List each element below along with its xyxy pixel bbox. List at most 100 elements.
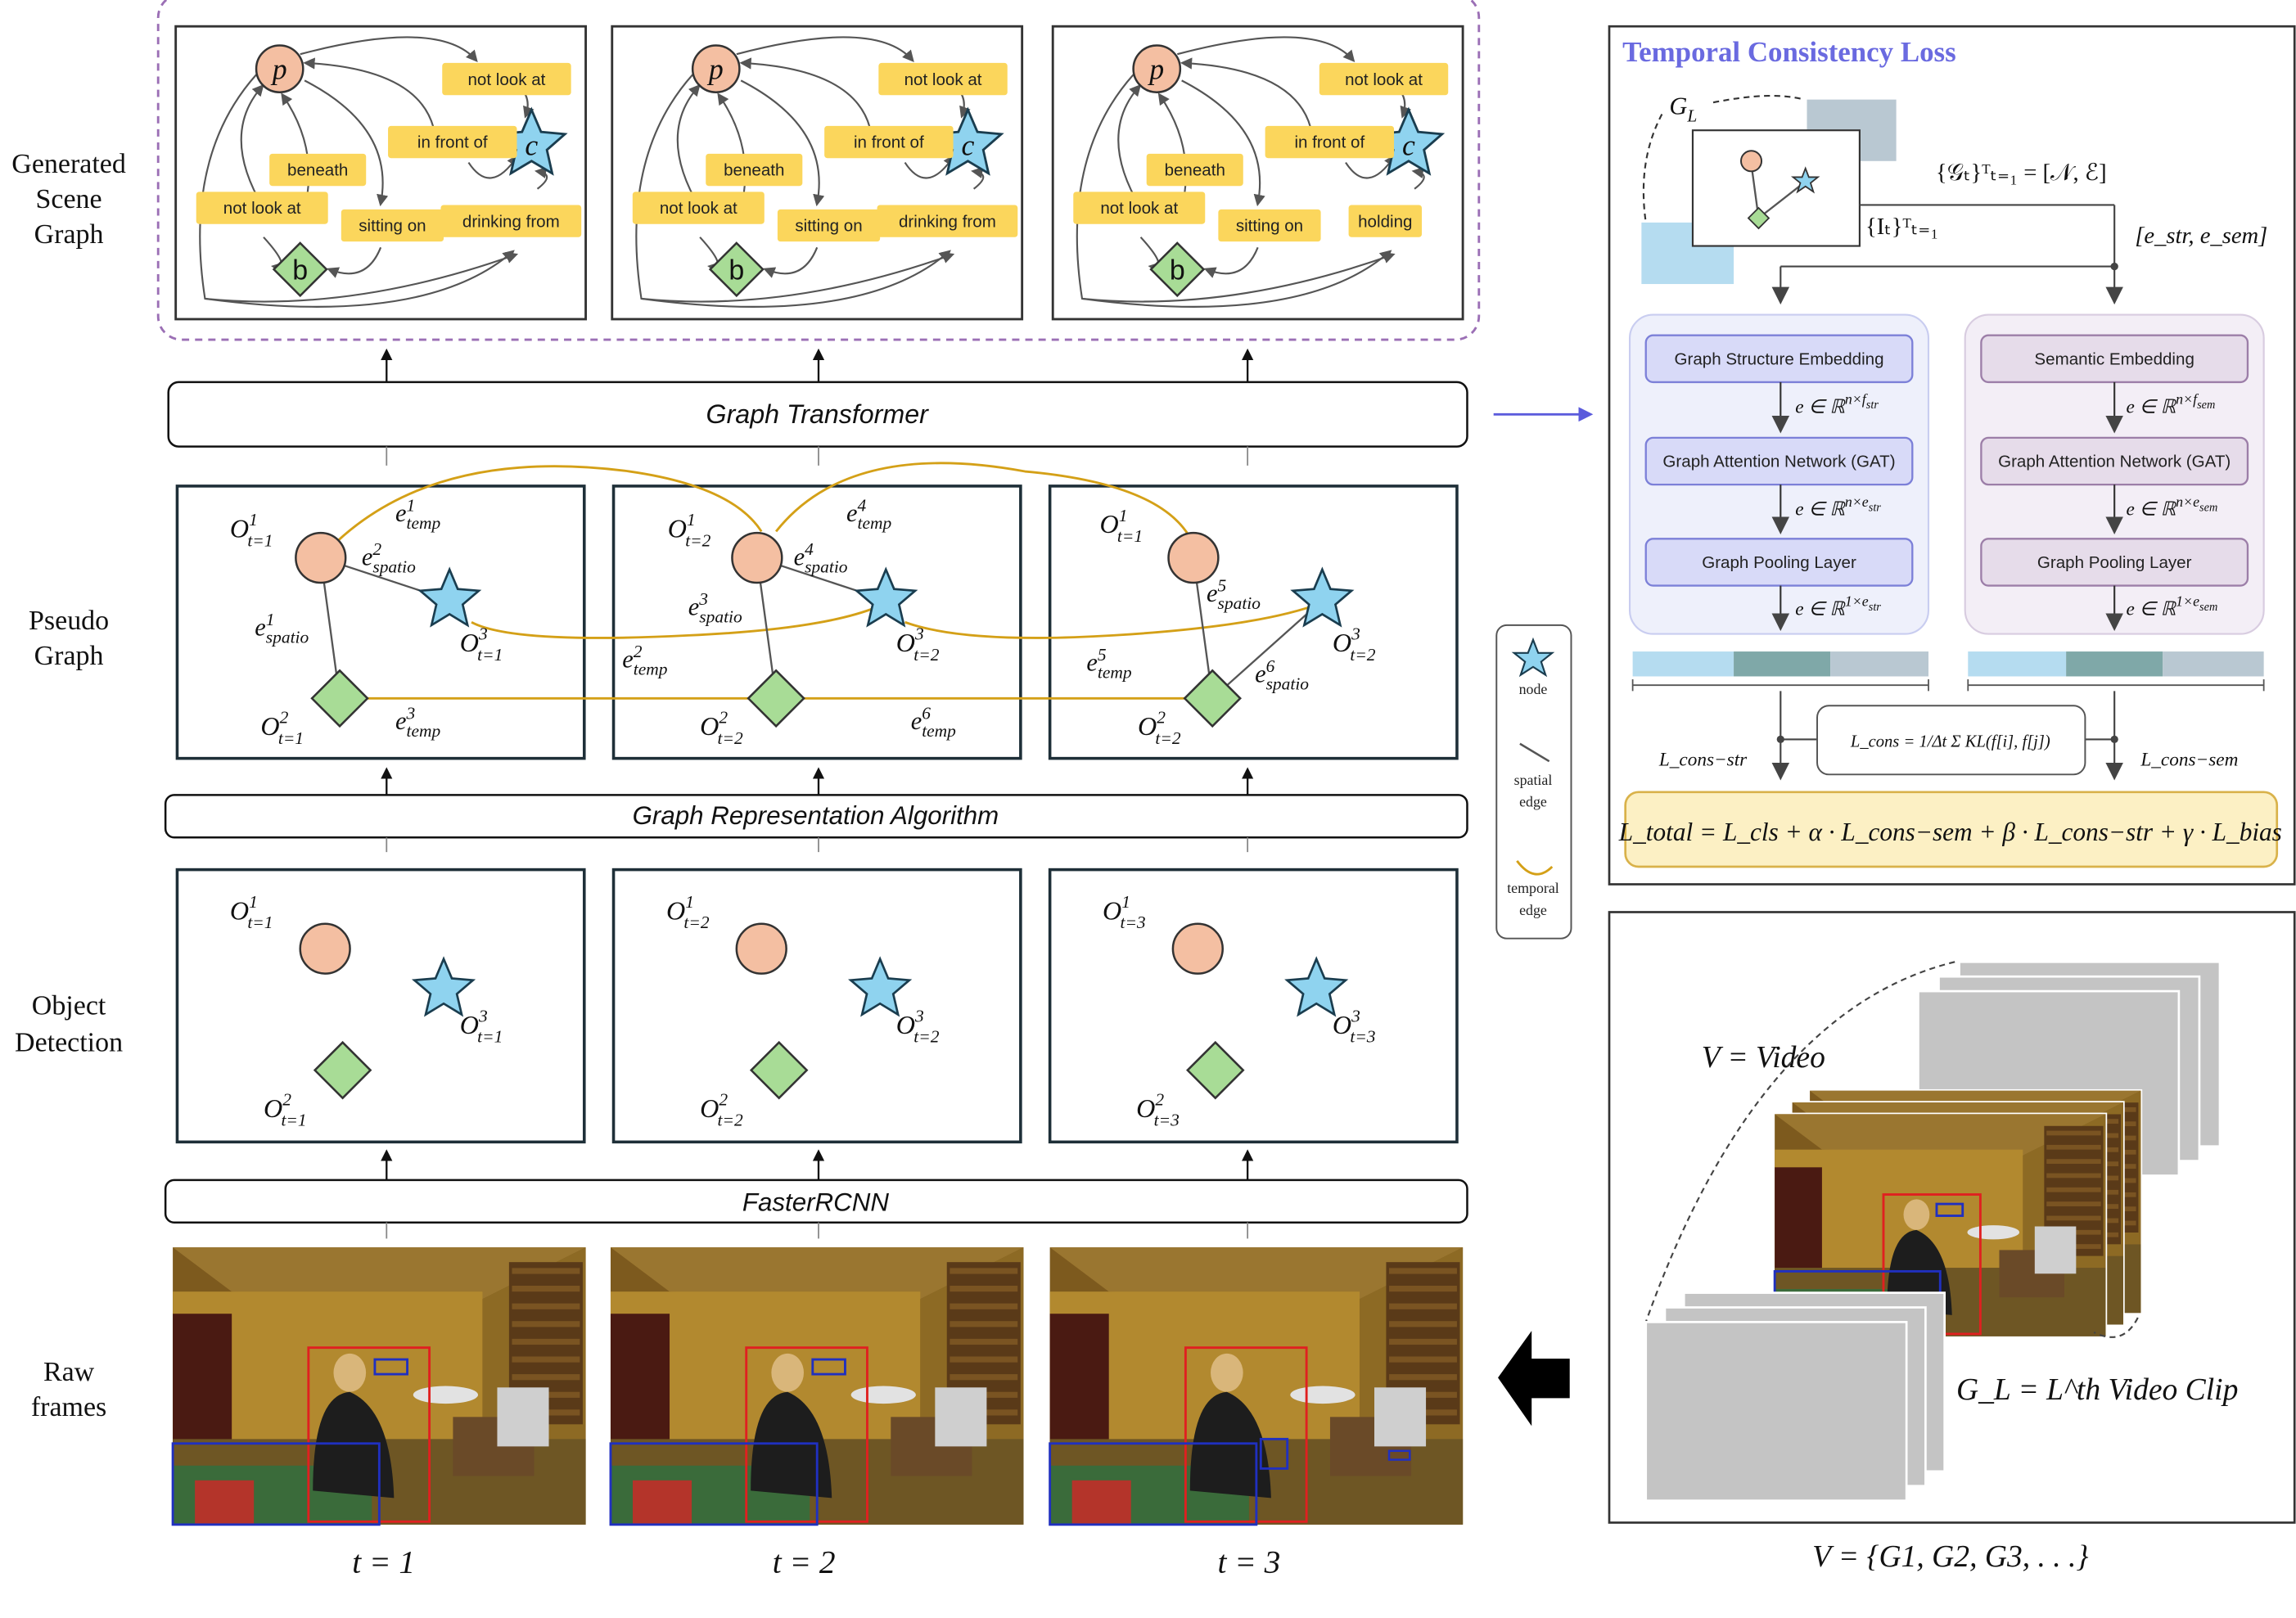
relation-box xyxy=(1218,209,1321,242)
object-c-node xyxy=(1284,956,1349,1017)
blind-slat xyxy=(1389,1338,1457,1345)
gl-edge-2 xyxy=(1757,180,1807,219)
scene-graph-edge xyxy=(740,79,825,207)
detection-frame xyxy=(611,868,1022,1144)
object-c-node xyxy=(1290,566,1355,628)
blind-slat xyxy=(950,1338,1018,1345)
scene-graph-edge xyxy=(1181,79,1265,207)
e-spatio-3-base: e xyxy=(688,593,700,620)
time-label-3: t = 3 xyxy=(1218,1544,1281,1580)
fan xyxy=(1967,1225,2020,1240)
det-o2-sub: t=1 xyxy=(281,1111,306,1130)
detection-frame xyxy=(1048,868,1459,1144)
scene-graph-edge xyxy=(327,246,382,278)
relation-box xyxy=(196,192,328,224)
e-temp-3-base: e xyxy=(395,707,407,735)
det-o3-sub: t=2 xyxy=(913,1027,939,1047)
e-spatio-3-sub: spatio xyxy=(699,606,742,626)
ceiling xyxy=(1775,1114,2106,1156)
person-head xyxy=(333,1353,367,1392)
pseudo-o1-t3-sub: t=1 xyxy=(1117,526,1143,546)
e-spatio-6-sub: spatio xyxy=(1266,674,1310,694)
door xyxy=(610,1314,670,1447)
person-node xyxy=(1171,922,1224,975)
relation-label: in front of xyxy=(1294,133,1365,152)
det-o1-sub: t=3 xyxy=(1121,913,1146,932)
relation-box xyxy=(440,205,582,237)
legend-spatial-label-2: edge xyxy=(1519,794,1547,810)
e-temp-5-base: e xyxy=(1086,648,1098,676)
relation-label: beneath xyxy=(287,161,348,180)
appliance xyxy=(1374,1387,1427,1447)
row-label-raw-2: frames xyxy=(31,1392,106,1422)
e-temp-1-sup: 1 xyxy=(407,495,416,515)
blind-slat xyxy=(2046,1173,2101,1179)
door xyxy=(1049,1314,1109,1447)
pseudo-o2-t1-base: O xyxy=(260,711,279,741)
gl-object-c-node xyxy=(1790,166,1820,194)
object-b-node xyxy=(310,669,369,728)
fan xyxy=(413,1386,479,1404)
scene-graph-edge xyxy=(240,83,264,209)
scene-graph-edge xyxy=(300,36,478,63)
ticks-below-gra xyxy=(386,837,1249,853)
semantic-feature-bar xyxy=(1967,651,2265,692)
person-head xyxy=(1903,1199,1930,1230)
e-temp-4-sup: 4 xyxy=(857,495,866,515)
legend-star-icon xyxy=(1511,637,1555,678)
object-c-node xyxy=(854,566,918,628)
row-label-generated-1: Generated xyxy=(11,149,126,179)
blind-slat xyxy=(950,1285,1018,1292)
person-node xyxy=(1167,531,1220,584)
total-loss-box xyxy=(1624,791,2279,868)
video-label: V = Video xyxy=(1702,1041,1825,1075)
blind-slat xyxy=(512,1321,580,1327)
relation-label: not look at xyxy=(904,70,982,89)
e-spatio-4-base: e xyxy=(794,543,805,571)
relation-box xyxy=(878,62,1008,96)
semantic-embedding-label: Semantic Embedding xyxy=(2034,349,2194,368)
relation-label: in front of xyxy=(854,133,924,152)
e-temp-5-sup: 5 xyxy=(1098,645,1107,665)
e-spatio-1-sub: spatio xyxy=(266,627,309,647)
node-b xyxy=(1149,241,1206,298)
relation-box xyxy=(269,153,367,187)
blind-slat xyxy=(2046,1187,2101,1192)
det-o1-sub: t=2 xyxy=(683,913,709,932)
relation-box xyxy=(877,205,1018,237)
det-o3-sup: 3 xyxy=(478,1007,488,1026)
e-spatio-1-base: e xyxy=(255,613,266,641)
ceiling xyxy=(1049,1247,1464,1300)
person-node xyxy=(299,922,351,975)
graph-representation-label: Graph Representation Algorithm xyxy=(633,801,999,830)
gat-right-label: Graph Attention Network (GAT) xyxy=(1998,453,2231,471)
scene-graph-edge xyxy=(304,79,389,207)
bbox-object xyxy=(1387,1449,1411,1461)
node-p-label: p xyxy=(270,53,287,86)
legend-node-label: node xyxy=(1519,681,1548,697)
e-spatio-6-sup: 6 xyxy=(1266,656,1275,676)
clip-label: G_L = L^th Video Clip xyxy=(1956,1373,2238,1407)
scene-graph-edge xyxy=(904,154,955,179)
loss-panel-title: Temporal Consistency Loss xyxy=(1622,36,1956,68)
blind-slat xyxy=(512,1338,580,1345)
row-label-detection-1: Object xyxy=(32,991,106,1021)
appliance xyxy=(2034,1226,2077,1274)
video-clip-stack-front xyxy=(1644,1291,1946,1502)
blind-slat xyxy=(950,1303,1018,1309)
det-o2-base: O xyxy=(1136,1093,1155,1123)
